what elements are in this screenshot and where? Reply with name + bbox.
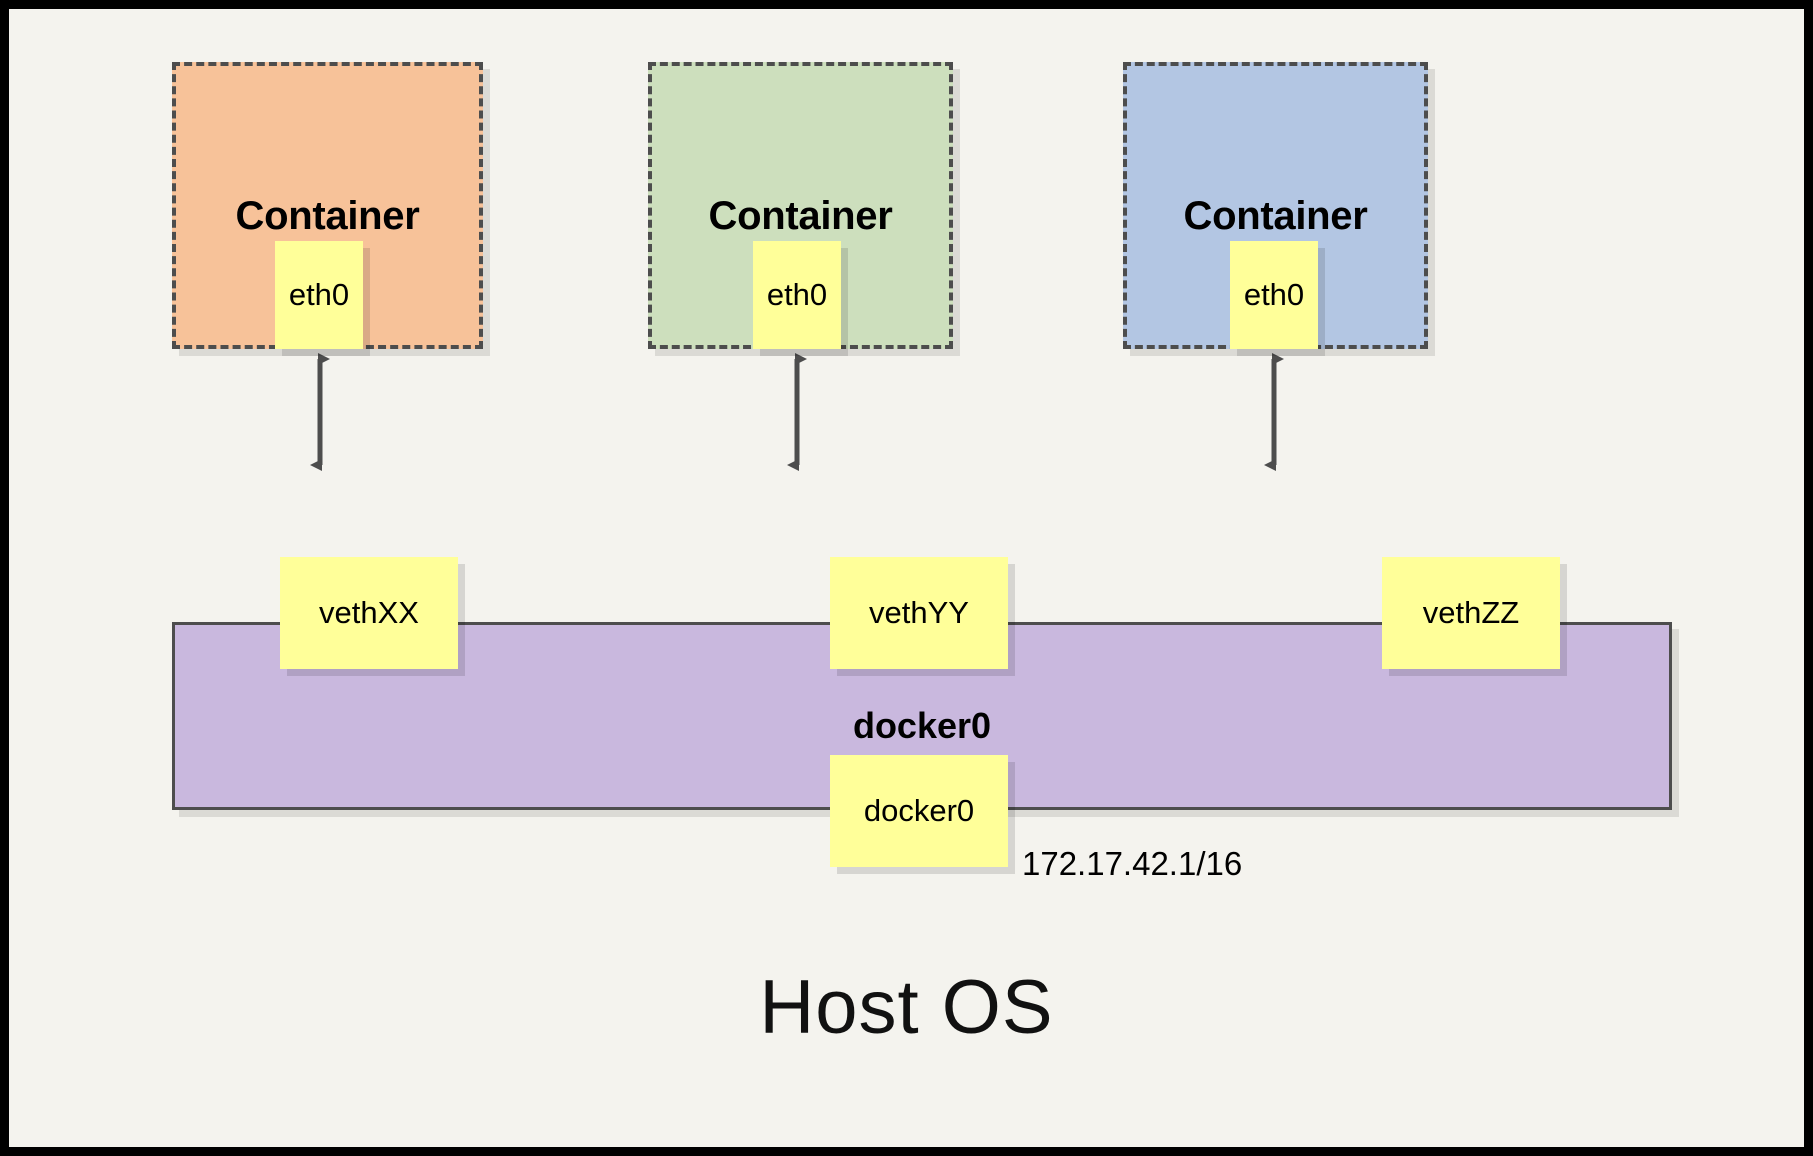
veth-box-3: vethZZ [1382,557,1560,669]
veth-label-3: vethZZ [1422,595,1520,630]
veth-label-1: vethXX [319,595,419,630]
veth-label-2: vethYY [869,595,969,630]
eth0-box-1: eth0 [275,241,363,349]
link-arrow-3 [1264,353,1284,471]
container-title-2: Container [708,194,893,238]
host-os-title: Host OS [759,965,1054,1050]
eth0-label-2: eth0 [766,277,828,312]
link-arrow-1 [310,353,330,471]
eth0-label-1: eth0 [288,277,350,312]
container-title-3: Container [1183,194,1368,238]
docker0-ip-label: 172.17.42.1/16 [1022,845,1243,882]
veth-box-1: vethXX [280,557,458,669]
eth0-box-2: eth0 [753,241,841,349]
eth0-label-3: eth0 [1243,277,1305,312]
eth0-box-3: eth0 [1230,241,1318,349]
docker0-port-box: docker0 [830,755,1008,867]
docker0-port-label: docker0 [863,793,975,828]
veth-box-2: vethYY [830,557,1008,669]
container-title-1: Container [235,194,420,238]
docker0-bridge-label: docker0 [852,705,992,746]
link-arrow-2 [787,353,807,471]
